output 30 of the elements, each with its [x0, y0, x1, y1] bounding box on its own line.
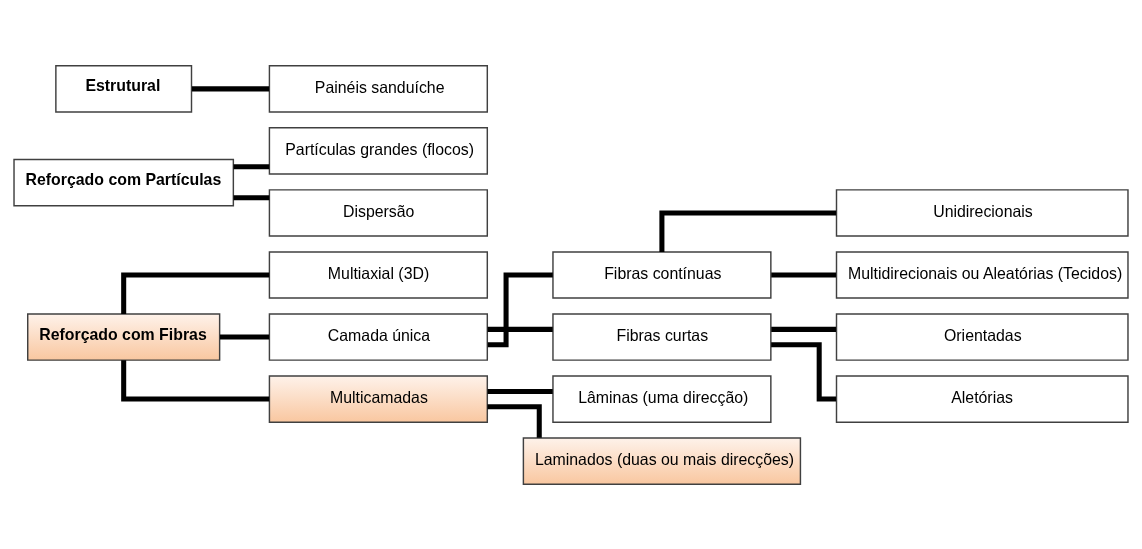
- node-box: Estrutural: [55, 64, 193, 113]
- node-box: Aletórias: [835, 374, 1129, 423]
- connector: [121, 359, 270, 402]
- node-box: Partículas grandes (flocos): [268, 126, 489, 175]
- node-box: Multicamadas: [268, 374, 489, 423]
- node-box: Multiaxial (3D): [268, 250, 489, 299]
- connector: [659, 209, 837, 252]
- connector: [121, 271, 270, 314]
- node-box: Camada única: [268, 312, 489, 361]
- node-box: Orientadas: [835, 312, 1129, 361]
- connector: [771, 326, 836, 332]
- node-box: Reforçado com Fibras: [27, 312, 221, 361]
- connector: [487, 388, 553, 394]
- connector: [771, 341, 837, 402]
- node-box: Dispersão: [268, 188, 489, 237]
- connector: [233, 163, 270, 169]
- connector: [191, 85, 270, 91]
- connector: [487, 326, 553, 332]
- node-box: Laminados (duas ou mais direcções): [522, 436, 802, 485]
- connector: [487, 271, 553, 347]
- node-box: Lâminas (uma direcção): [552, 374, 772, 423]
- node-box: Fibras contínuas: [552, 250, 772, 299]
- node-box: Reforçado com Partículas: [13, 158, 235, 206]
- connector: [771, 271, 836, 278]
- connector: [219, 334, 270, 340]
- connector: [233, 194, 270, 200]
- node-box: Fibras curtas: [552, 312, 772, 361]
- node-box: Multidirecionais ou Aleatórias (Tecidos): [835, 250, 1129, 299]
- node-box: Unidirecionais: [835, 188, 1129, 237]
- node-box: Painéis sanduíche: [268, 64, 489, 113]
